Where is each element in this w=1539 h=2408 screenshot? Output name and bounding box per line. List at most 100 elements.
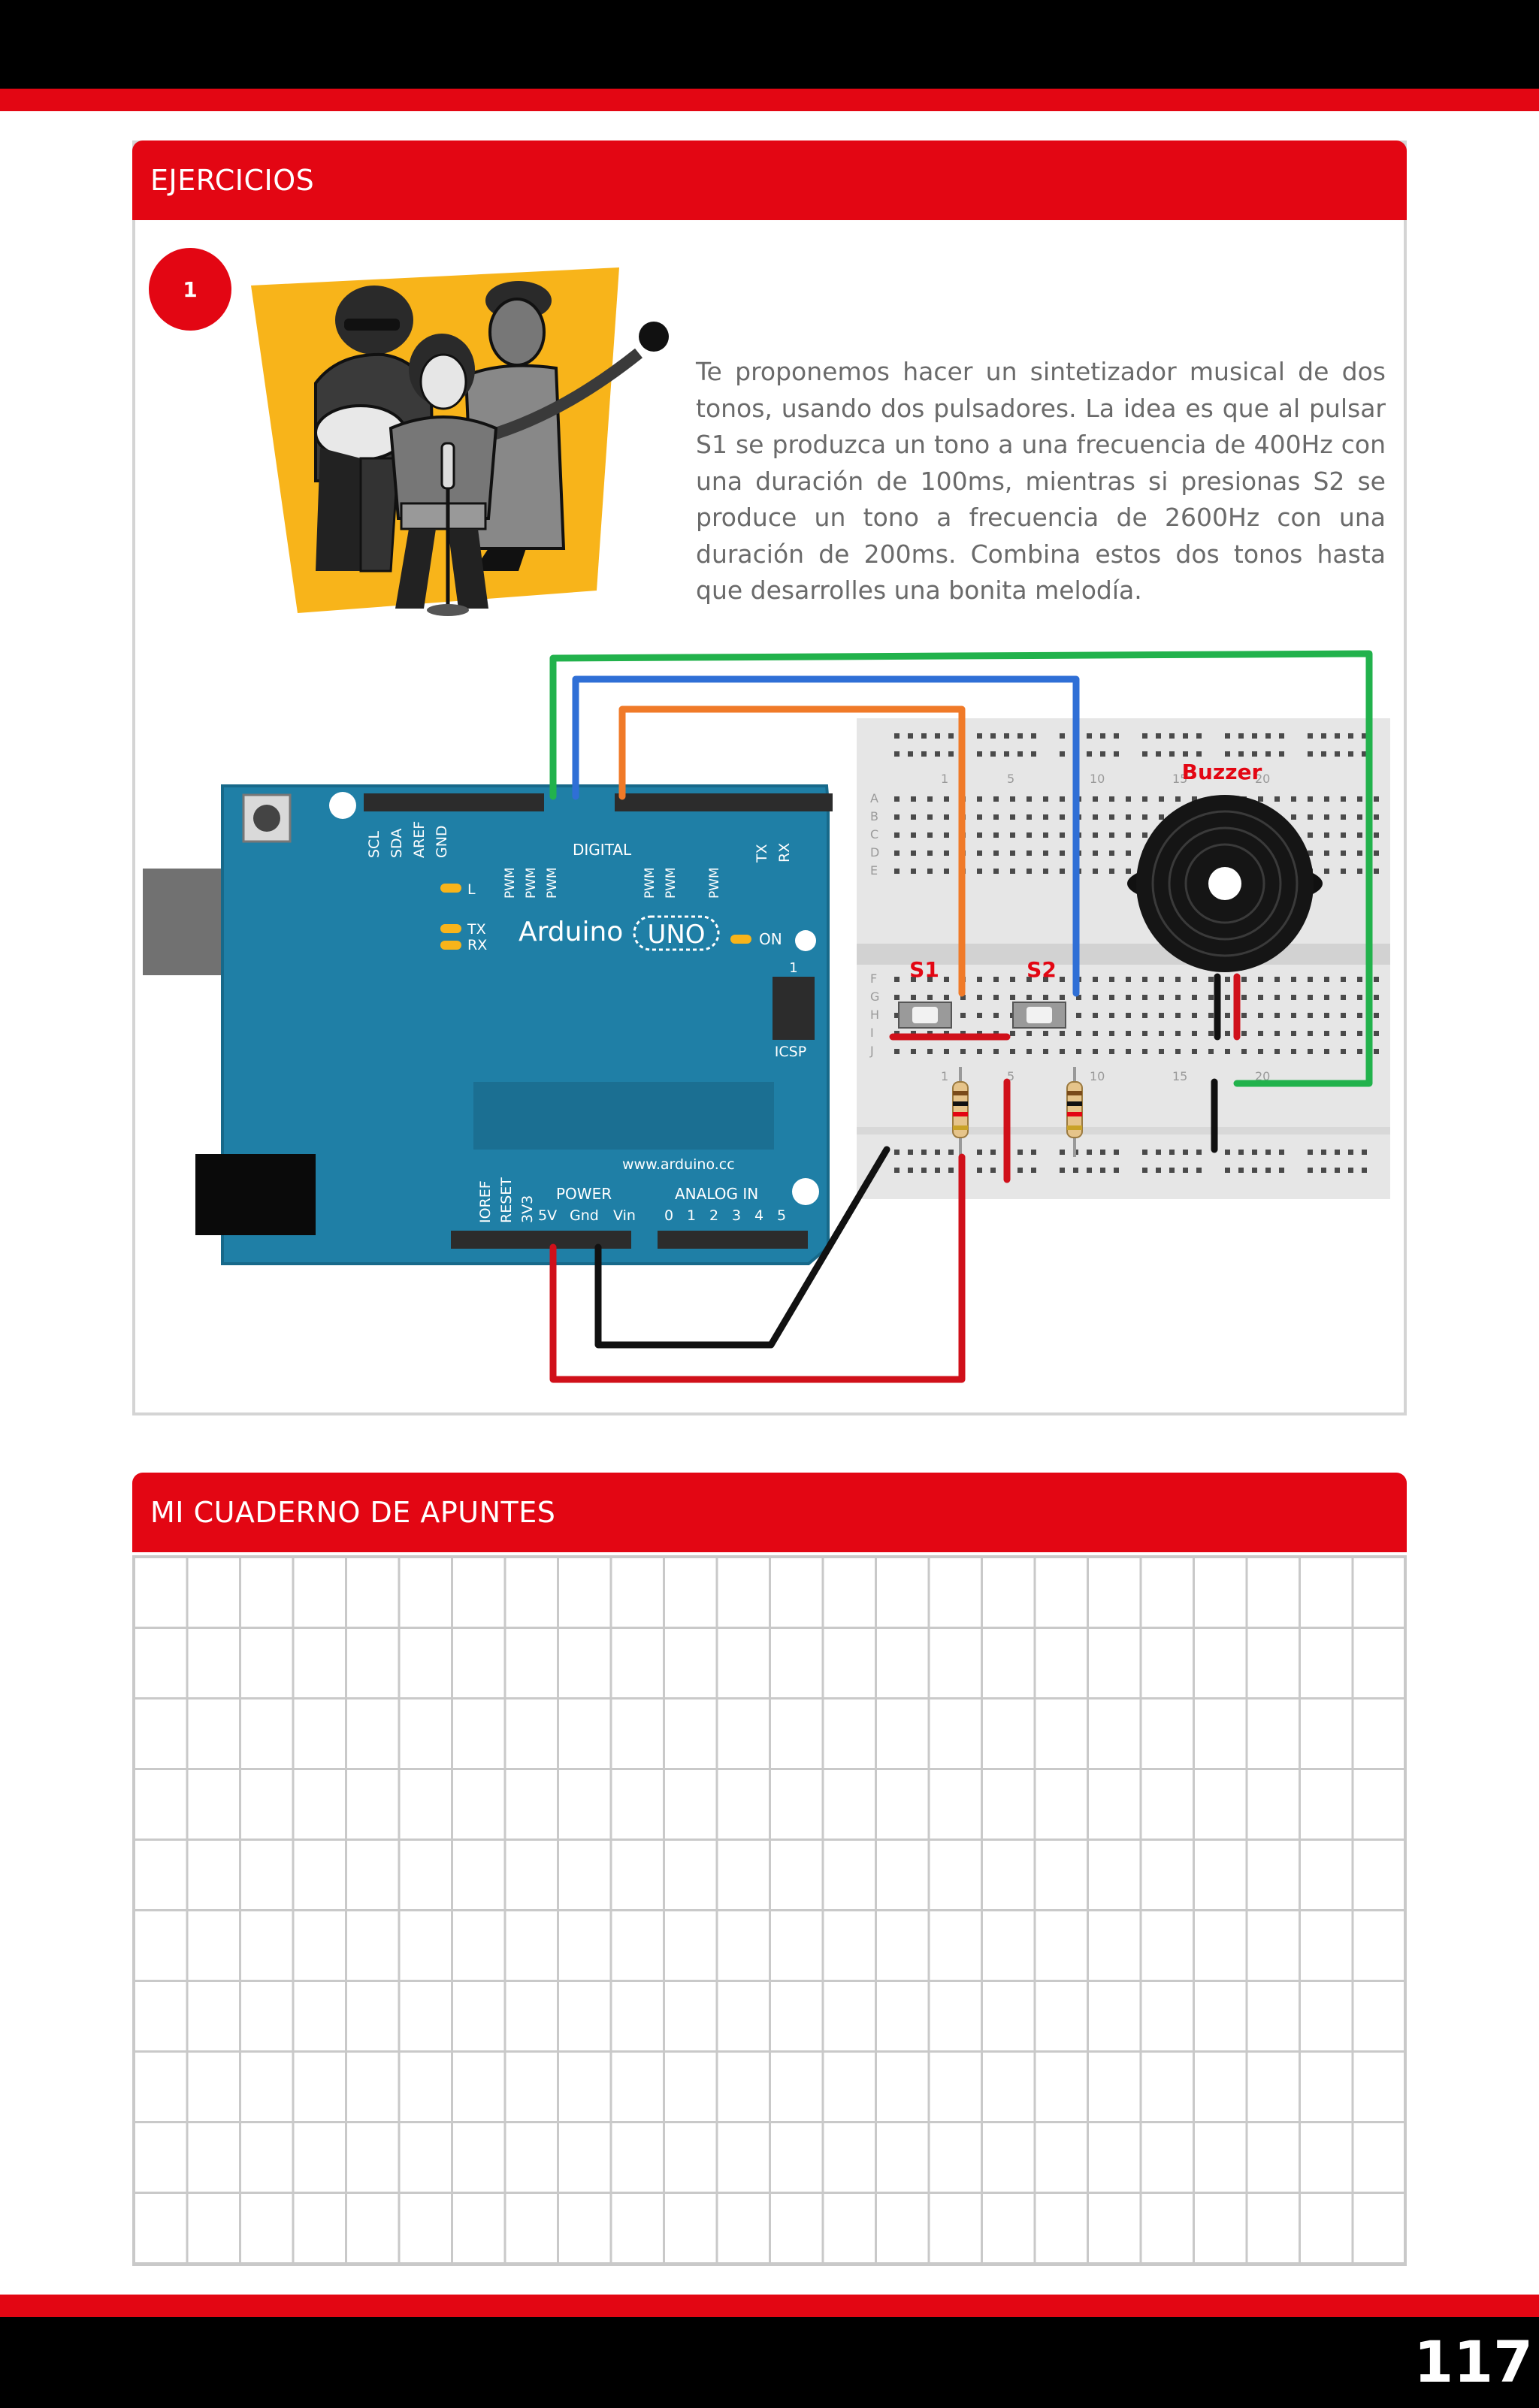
breadboard-hole	[1017, 751, 1023, 757]
breadboard-hole	[1100, 1150, 1105, 1155]
breadboard-hole	[1087, 733, 1092, 739]
breadboard-hole	[927, 814, 933, 820]
breadboard-hole	[1341, 796, 1346, 802]
breadboard-hole	[1192, 1013, 1197, 1018]
breadboard-hole	[1335, 1150, 1340, 1155]
breadboard-hole	[977, 1168, 982, 1173]
breadboard-hole	[1109, 995, 1114, 1000]
breadboard-hole	[935, 1150, 940, 1155]
breadboard-hole	[960, 995, 966, 1000]
breadboard-row-label: C	[870, 827, 878, 841]
pin-5v: 5V	[538, 1207, 557, 1224]
breadboard-hole	[1010, 995, 1015, 1000]
breadboard-row-label: A	[870, 791, 878, 805]
pin-gnd: GND	[434, 825, 450, 858]
breadboard-hole	[1324, 995, 1329, 1000]
breadboard-hole	[1060, 1031, 1065, 1036]
breadboard-hole	[1308, 733, 1313, 739]
breadboard-hole	[1114, 733, 1119, 739]
breadboard-hole	[1208, 995, 1214, 1000]
circuit-diagram: Arduino UNO ON L TX RX DIGITAL 1 ICSP ww…	[143, 650, 1390, 1383]
pin-reset: RESET	[498, 1177, 515, 1223]
breadboard-hole	[1341, 1013, 1346, 1018]
breadboard-column-label: 5	[1007, 772, 1014, 786]
breadboard-row-label: H	[870, 1008, 879, 1022]
breadboard-hole	[993, 1013, 999, 1018]
breadboard-hole	[1348, 751, 1353, 757]
breadboard-hole	[1279, 1150, 1284, 1155]
breadboard-hole	[911, 995, 916, 1000]
breadboard-hole	[1274, 1049, 1280, 1054]
breadboard-hole	[1374, 869, 1379, 874]
breadboard-hole	[1109, 869, 1114, 874]
breadboard-hole	[1374, 814, 1379, 820]
breadboard-hole	[977, 814, 982, 820]
breadboard-hole	[1156, 1168, 1161, 1173]
breadboard-column-label: 1	[941, 1069, 948, 1083]
breadboard-hole	[1238, 733, 1244, 739]
breadboard-hole	[1252, 1168, 1257, 1173]
breadboard-hole	[1374, 977, 1379, 982]
breadboard-hole	[1357, 977, 1362, 982]
breadboard-hole	[1027, 796, 1032, 802]
breadboard-hole	[1031, 733, 1036, 739]
breadboard-hole	[948, 733, 954, 739]
breadboard-hole	[1324, 796, 1329, 802]
breadboard-hole	[993, 869, 999, 874]
breadboard-hole	[1308, 1150, 1313, 1155]
breadboard-column-label: 15	[1172, 772, 1187, 786]
breadboard-hole	[1291, 1049, 1296, 1054]
breadboard-hole	[1142, 1031, 1147, 1036]
breadboard-hole	[1258, 1031, 1263, 1036]
breadboard-hole	[935, 751, 940, 757]
breadboard-hole	[894, 1013, 900, 1018]
breadboard-hole	[1142, 796, 1147, 802]
breadboard-hole	[977, 1150, 982, 1155]
breadboard-hole	[1010, 869, 1015, 874]
breadboard-hole	[911, 832, 916, 838]
breadboard-hole	[977, 796, 982, 802]
breadboard-hole	[1027, 814, 1032, 820]
breadboard-hole	[1142, 733, 1147, 739]
breadboard-hole	[1126, 851, 1131, 856]
breadboard-hole	[1109, 1049, 1114, 1054]
breadboard-hole	[993, 832, 999, 838]
breadboard-hole	[1252, 1150, 1257, 1155]
breadboard-hole	[944, 796, 949, 802]
breadboard-hole	[1225, 733, 1230, 739]
breadboard-hole	[908, 751, 913, 757]
breadboard-hole	[1265, 1168, 1271, 1173]
breadboard-hole	[1027, 1049, 1032, 1054]
exercise-description: Te proponemos hacer un sintetizador musi…	[696, 357, 1386, 605]
pin-gnd-power: Gnd	[570, 1207, 599, 1224]
resistor-2	[1066, 1067, 1083, 1157]
breadboard-hole	[1274, 995, 1280, 1000]
breadboard-hole	[1357, 1031, 1362, 1036]
breadboard-hole	[1093, 869, 1098, 874]
breadboard-hole	[1225, 1049, 1230, 1054]
breadboard-hole	[1109, 832, 1114, 838]
pin-sda: SDA	[389, 829, 405, 858]
breadboard-hole	[1183, 1168, 1188, 1173]
breadboard-hole	[1308, 1013, 1313, 1018]
breadboard-hole	[1010, 814, 1015, 820]
breadboard-hole	[1308, 851, 1313, 856]
top-red-bar	[0, 89, 1539, 111]
arduino-brand: Arduino	[519, 917, 623, 947]
breadboard-hole	[1087, 1168, 1092, 1173]
breadboard-hole	[1087, 751, 1092, 757]
breadboard-hole	[1060, 832, 1065, 838]
breadboard-hole	[894, 751, 900, 757]
led-tx-label: TX	[467, 921, 486, 938]
breadboard-hole	[894, 1150, 900, 1155]
breadboard-hole	[1109, 1031, 1114, 1036]
breadboard-hole	[1060, 851, 1065, 856]
analog-pin-number: 0	[664, 1207, 673, 1224]
exercise-number-badge: 1	[149, 248, 231, 331]
breadboard-hole	[1142, 832, 1147, 838]
breadboard-hole	[1109, 1013, 1114, 1018]
breadboard-hole	[1341, 814, 1346, 820]
breadboard-hole	[927, 995, 933, 1000]
breadboard-hole	[977, 733, 982, 739]
